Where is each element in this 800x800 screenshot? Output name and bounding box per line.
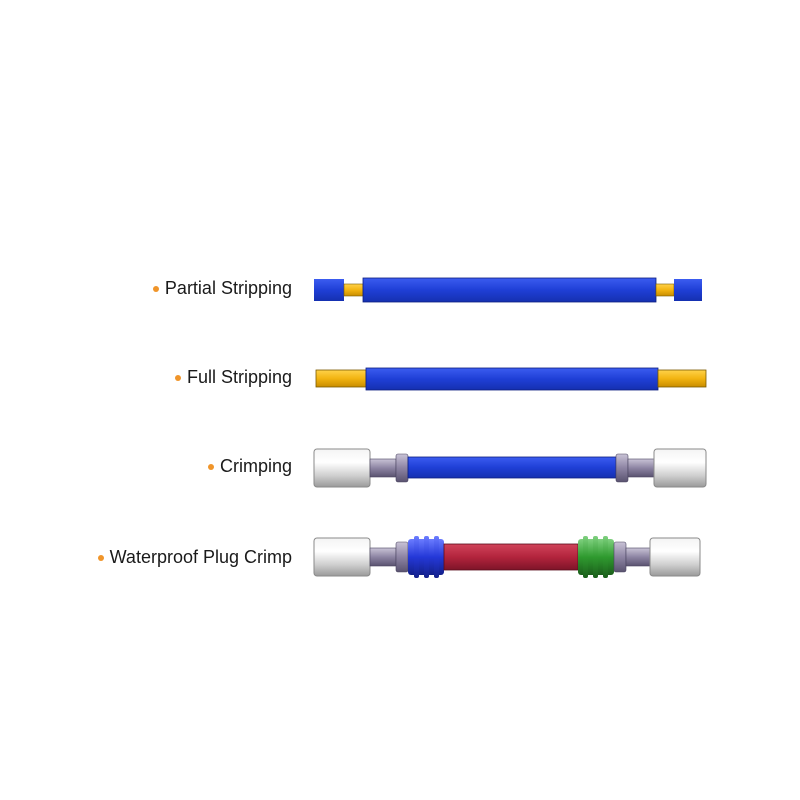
terminal-right xyxy=(653,448,707,488)
terminal-left xyxy=(313,448,371,488)
insulation-main xyxy=(407,456,617,479)
insulation-main xyxy=(443,543,579,571)
terminal-left xyxy=(313,537,371,577)
exposed-conductor-right xyxy=(657,369,707,388)
crimp-ring-right xyxy=(615,453,629,483)
insulation-main xyxy=(365,367,659,391)
crimp-ring-left xyxy=(395,541,409,573)
exposed-conductor-left xyxy=(343,283,364,297)
crimp-barrel-left xyxy=(369,458,397,478)
crimp-barrel-left xyxy=(369,547,397,567)
crimp-barrel-right xyxy=(627,458,655,478)
label-text: Crimping xyxy=(219,456,292,476)
crimping-wire xyxy=(313,448,707,488)
label-waterproof-plug-crimp: Waterproof Plug Crimp xyxy=(97,547,292,568)
label-full-stripping: Full Stripping xyxy=(174,367,292,388)
crimp-ring-left xyxy=(395,453,409,483)
label-text: Full Stripping xyxy=(186,367,292,387)
label-text: Partial Stripping xyxy=(164,278,292,298)
waterproof-plug-crimp-wire xyxy=(313,536,701,578)
bullet-icon xyxy=(97,554,104,561)
exposed-conductor-left xyxy=(315,369,367,388)
bullet-icon xyxy=(174,374,181,381)
partial-stripping-wire xyxy=(314,277,702,303)
crimp-barrel-right xyxy=(625,547,651,567)
insulation-main xyxy=(362,277,657,303)
full-stripping-wire xyxy=(315,367,707,391)
waterproof-seal-left xyxy=(408,536,444,578)
bullet-icon xyxy=(152,285,159,292)
terminal-right xyxy=(649,537,701,577)
crimp-ring-right xyxy=(613,541,627,573)
insulation-end-right xyxy=(674,279,702,301)
bullet-icon xyxy=(207,463,214,470)
waterproof-seal-right xyxy=(578,536,614,578)
label-text: Waterproof Plug Crimp xyxy=(109,547,292,567)
label-partial-stripping: Partial Stripping xyxy=(152,278,292,299)
exposed-conductor-right xyxy=(655,283,675,297)
label-crimping: Crimping xyxy=(207,456,292,477)
insulation-end-left xyxy=(314,279,344,301)
